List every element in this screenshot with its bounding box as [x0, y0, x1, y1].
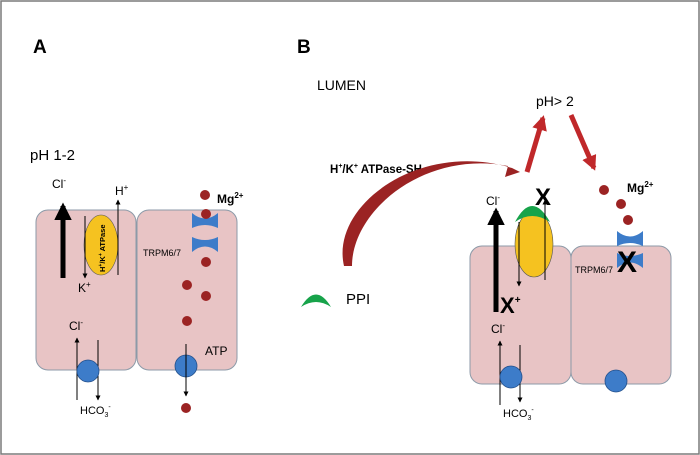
- atp-label: ATP: [205, 344, 227, 358]
- trpm-label-a: TRPM6/7: [143, 248, 181, 258]
- proton-pump-label: H+/K+ ATPase: [98, 224, 107, 272]
- mg-dot: [181, 403, 191, 413]
- mg-dot: [623, 215, 633, 225]
- k-ion-label: K+: [78, 280, 91, 295]
- ppi-label: PPI: [346, 291, 370, 308]
- mg-dot: [201, 209, 211, 219]
- mg-dots-b: [599, 185, 633, 225]
- proton-pump-inhibited: [514, 210, 554, 278]
- mg-dot: [616, 199, 626, 209]
- panel-b-ph-label: pH> 2: [536, 93, 574, 109]
- hco3-label: HCO3-: [80, 404, 111, 419]
- panel-a-ph-label: pH 1-2: [30, 147, 75, 164]
- cl-ion-label: Cl-: [52, 176, 66, 191]
- trpm-channel-a: [192, 213, 218, 252]
- hco3-label-b: HCO3-: [503, 407, 534, 422]
- trpm-label-b: TRPM6/7: [575, 265, 613, 275]
- panel-b-letter: B: [297, 37, 311, 58]
- mg-ion-label-b: Mg2+: [627, 180, 654, 195]
- mg-dot: [182, 280, 192, 290]
- anion-exchanger: [76, 359, 100, 383]
- trpm-block-mark: X: [617, 246, 637, 279]
- mg-dot: [201, 257, 211, 267]
- cl-basolateral-label-b: Cl-: [491, 321, 505, 336]
- cl-basolateral-label: Cl-: [69, 318, 83, 333]
- ph-rise-arrow: [524, 115, 547, 173]
- h-ion-label: H+: [115, 183, 129, 198]
- ph-effect-arrow: [568, 114, 597, 171]
- lumen-label: LUMEN: [317, 77, 366, 93]
- panel-a-letter: A: [33, 37, 47, 58]
- mg-dot: [200, 190, 210, 200]
- inhibition-curve-arrow: [342, 161, 520, 266]
- mg-dot: [599, 185, 609, 195]
- cl-ion-label-b: Cl-: [486, 193, 500, 208]
- mg-ion-label-a: Mg2+: [217, 191, 244, 206]
- panel-a: A pH 1-2 Cl- H+/K+ ATPase H+ K+ Cl- HCO3…: [30, 37, 244, 419]
- mg-dot: [201, 291, 211, 301]
- atp-transporter-b: [604, 369, 628, 393]
- anion-exchanger-b: [499, 365, 523, 389]
- mg-dots-a: [181, 190, 211, 413]
- ppi-bound-icon: [515, 206, 550, 222]
- trpm-channel-b: [617, 231, 643, 268]
- pump-block-mark: X: [535, 184, 551, 211]
- enzyme-label: H+/K+ ATPase-SH: [330, 163, 422, 176]
- panel-b: B LUMEN pH> 2 H+/K+ ATPase-SH PPI Cl- X …: [297, 37, 672, 422]
- mg-dot: [182, 316, 192, 326]
- k-block-mark: X+: [500, 293, 521, 318]
- ppi-icon: [301, 294, 331, 307]
